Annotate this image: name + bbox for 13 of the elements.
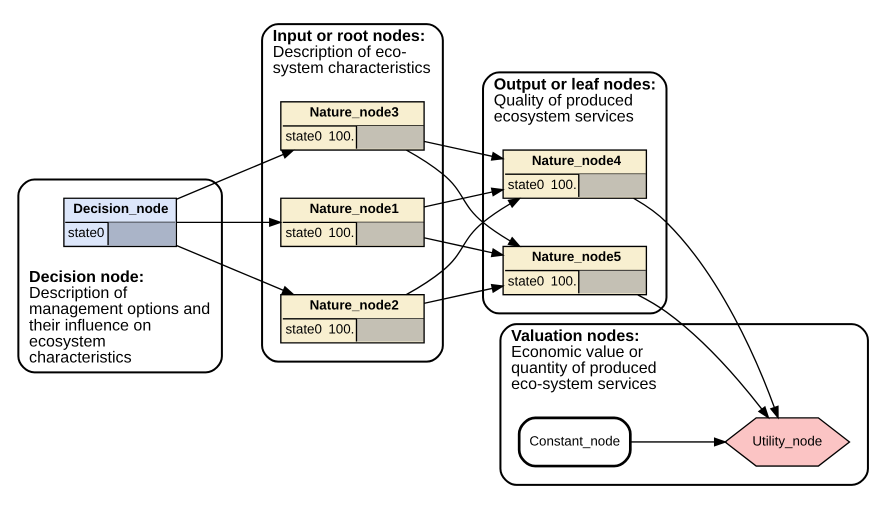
arrow — [176, 244, 295, 296]
arrow — [424, 284, 504, 304]
arrow — [405, 149, 521, 248]
arrow — [176, 218, 282, 228]
arrow — [424, 237, 504, 258]
arrow — [176, 149, 295, 200]
arrow — [424, 140, 504, 161]
arrow — [424, 188, 504, 208]
arrow — [405, 197, 521, 296]
arrow — [630, 437, 727, 447]
node-box: Constant_node — [517, 416, 632, 468]
arrow — [636, 294, 770, 420]
arrow — [632, 198, 778, 420]
